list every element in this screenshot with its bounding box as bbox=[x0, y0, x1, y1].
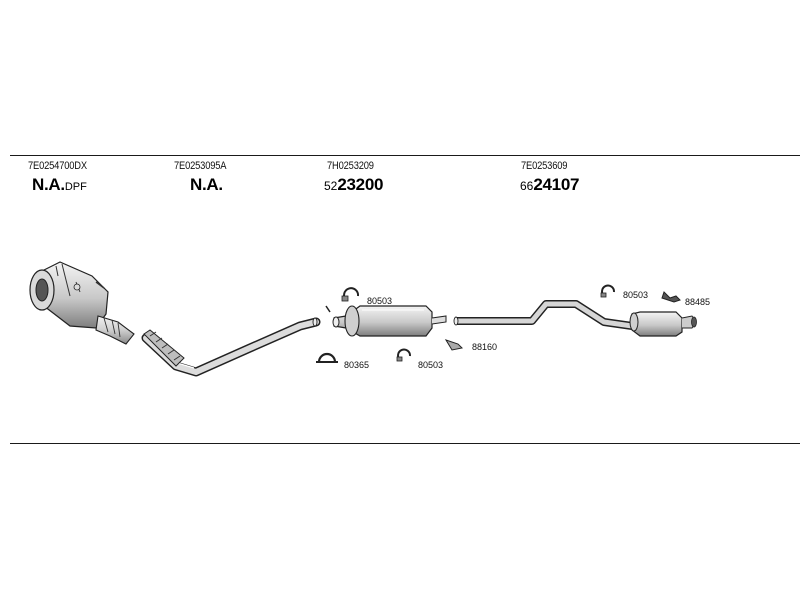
middle-silencer bbox=[325, 305, 447, 337]
dpf-converter bbox=[29, 261, 135, 345]
intermediate-pipe bbox=[453, 300, 633, 330]
part-code-prefix: 52 bbox=[324, 179, 338, 193]
part-code-dpf: N.A.DPF bbox=[32, 175, 87, 195]
clamp-icon: 80503 bbox=[341, 287, 392, 306]
hanger-icon: 88485 bbox=[661, 291, 710, 307]
top-divider-line bbox=[10, 155, 800, 156]
part-code-suffix: DPF bbox=[64, 181, 87, 193]
clamp-icon: 80503 bbox=[600, 284, 648, 300]
fitting-label-clamp: 80503 bbox=[418, 360, 443, 370]
fitting-label-clamp: 80503 bbox=[367, 296, 392, 306]
fitting-label-hanger: 88485 bbox=[685, 297, 710, 307]
part-code-main: N.A. bbox=[32, 175, 65, 194]
part-code-middle-silencer: 5223200 bbox=[324, 175, 383, 195]
part-code-rear-silencer: 6624107 bbox=[520, 175, 579, 195]
part-number-dpf: 7E0254700DX bbox=[28, 160, 87, 172]
fitting-label-clamp: 80503 bbox=[623, 290, 648, 300]
part-code-main: 24107 bbox=[533, 175, 580, 194]
part-number-middle-silencer: 7H0253209 bbox=[327, 160, 374, 172]
clamp-icon: 80365 bbox=[316, 352, 369, 370]
fitting-label-clamp: 80365 bbox=[344, 360, 369, 370]
bottom-divider-line bbox=[10, 443, 800, 444]
part-number-front-pipe: 7E0253095A bbox=[174, 160, 227, 172]
front-pipe bbox=[141, 317, 321, 377]
part-code-front-pipe: N.A. bbox=[190, 175, 223, 195]
fitting-label-bracket: 88160 bbox=[472, 342, 497, 352]
part-code-prefix: 66 bbox=[520, 179, 534, 193]
bracket-icon: 88160 bbox=[444, 339, 497, 352]
part-code-main: 23200 bbox=[337, 175, 384, 194]
clamp-icon: 80503 bbox=[396, 348, 443, 370]
part-code-main: N.A. bbox=[190, 175, 223, 194]
part-number-rear-silencer: 7E0253609 bbox=[521, 160, 568, 172]
rear-silencer bbox=[629, 311, 697, 337]
